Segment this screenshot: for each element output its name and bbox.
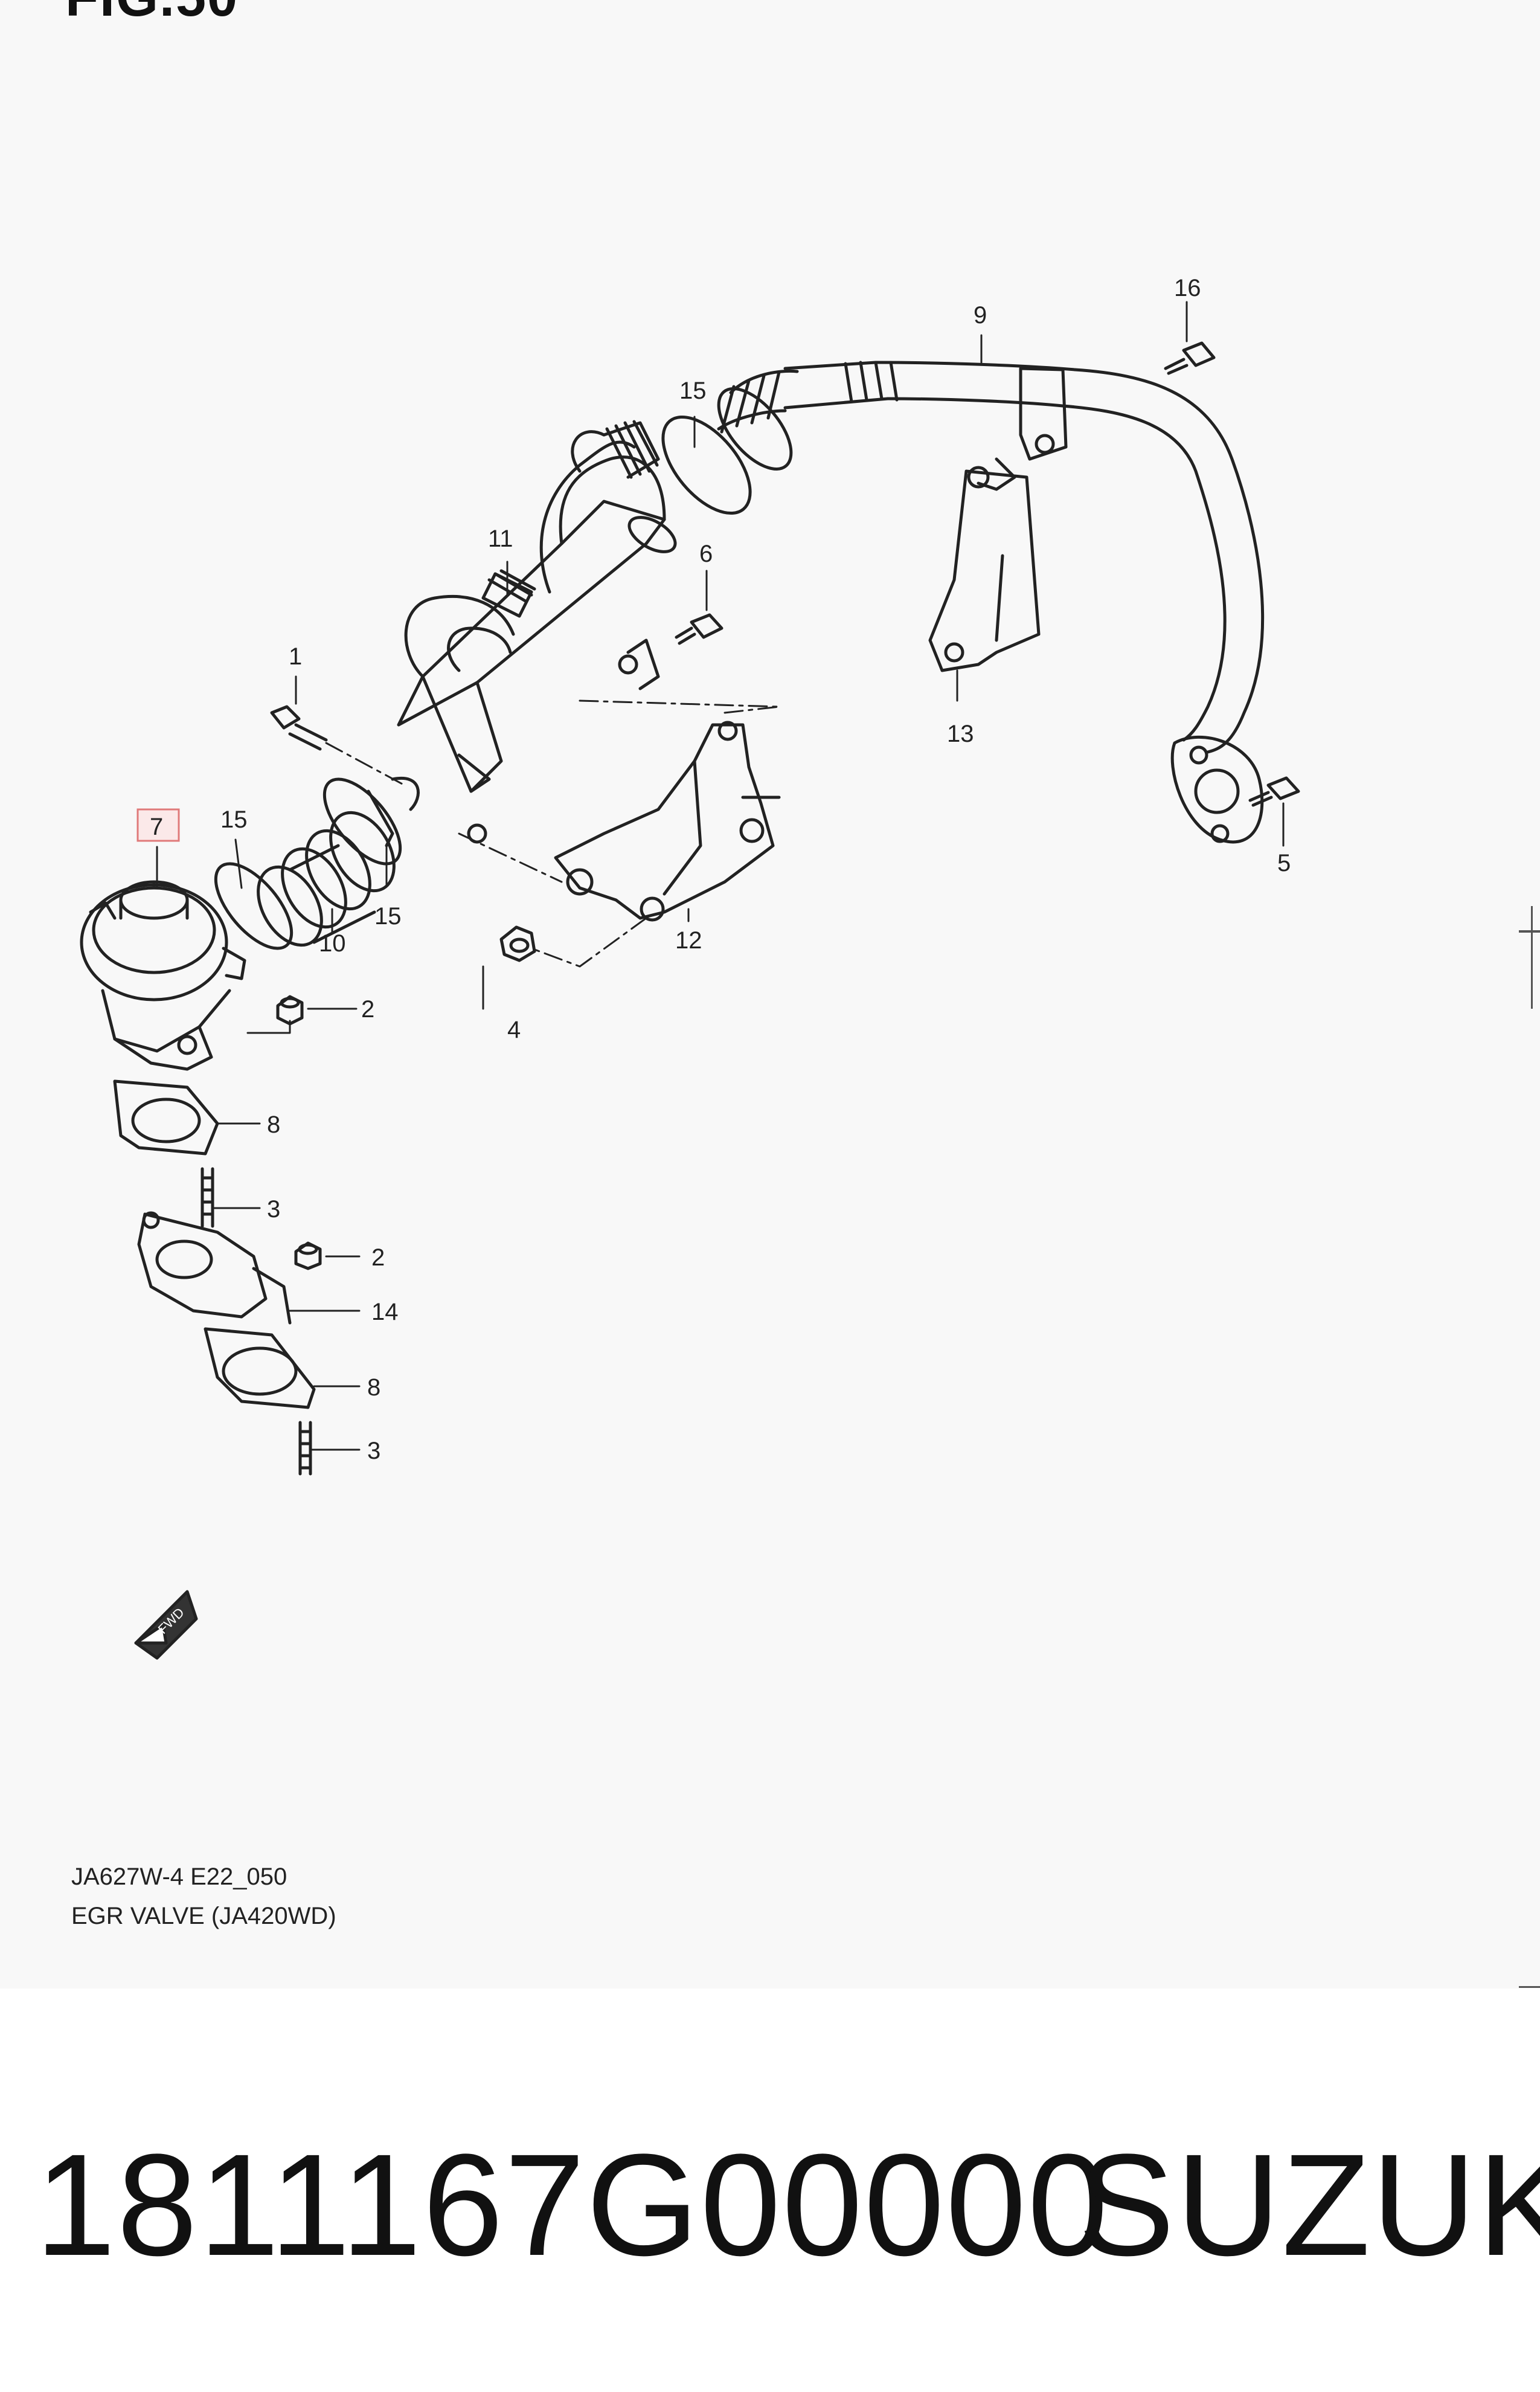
stud-3-upper-part (201, 1167, 214, 1228)
egr-valve-part (80, 880, 246, 1071)
gasket-8-lower-part (204, 1327, 316, 1409)
bracket-13-part (928, 457, 1041, 672)
callout-15-mid[interactable]: 15 (374, 903, 402, 930)
egr-cooler-part (397, 420, 677, 844)
bolt-16-part (1164, 341, 1216, 375)
egr-pipe-part (661, 361, 1265, 844)
callout-14[interactable]: 14 (371, 1299, 399, 1325)
callout-5[interactable]: 5 (1277, 850, 1291, 876)
stud-3-lower-part (298, 1421, 312, 1476)
nut-2-upper-part (276, 995, 304, 1026)
callout-7[interactable]: 7 (150, 814, 163, 840)
bracket-12-part (554, 721, 781, 922)
callout-4[interactable]: 4 (507, 1017, 521, 1043)
callout-2-upper[interactable]: 2 (361, 996, 374, 1023)
bolt-6-part (675, 613, 723, 645)
callout-3-lower[interactable]: 3 (367, 1438, 380, 1464)
diagram-panel (0, 0, 1540, 1989)
callout-9[interactable]: 9 (974, 302, 987, 329)
callout-6[interactable]: 6 (699, 541, 713, 567)
brand-name: SUZUKI (1078, 2124, 1540, 2286)
edge-mark-bottom (1519, 1986, 1540, 1988)
fwd-arrow-icon (134, 1590, 198, 1660)
diagram-code: JA627W-4 E22_050 (71, 1863, 287, 1890)
hose-10-part (257, 811, 396, 947)
clamp-15-part (214, 776, 420, 950)
callout-8-lower[interactable]: 8 (367, 1374, 380, 1401)
nut-4-part (499, 925, 536, 962)
callout-2-lower[interactable]: 2 (371, 1244, 385, 1271)
callout-15-left[interactable]: 15 (220, 806, 248, 833)
figure-header: FIG.50 (65, 0, 239, 29)
edge-mark-line (1531, 906, 1533, 1009)
callout-16[interactable]: 16 (1174, 275, 1201, 301)
diagram-title: EGR VALVE (JA420WD) (71, 1903, 336, 1929)
callout-1[interactable]: 1 (289, 643, 302, 670)
callout-11[interactable]: 11 (488, 526, 513, 552)
callout-13[interactable]: 13 (947, 721, 974, 747)
callout-15-top[interactable]: 15 (679, 378, 707, 404)
callout-10[interactable]: 10 (319, 930, 346, 957)
bolt-5-part (1248, 776, 1300, 807)
part-number: 1811167G00000 (35, 2124, 1109, 2286)
gasket-8-upper-part (113, 1079, 219, 1156)
nut-2-lower-part (294, 1241, 322, 1270)
highlighted-callout-box (136, 808, 180, 842)
bolt-1-part (270, 705, 328, 751)
flange-14-part (137, 1211, 292, 1325)
callout-8-upper[interactable]: 8 (267, 1111, 280, 1138)
exploded-parts-diagram: 7 1 15 15 15 10 11 6 9 16 13 12 5 4 2 8 … (80, 275, 1300, 1660)
callout-12[interactable]: 12 (675, 927, 702, 954)
callout-3-upper[interactable]: 3 (267, 1196, 280, 1223)
edge-mark-top (1519, 930, 1540, 933)
